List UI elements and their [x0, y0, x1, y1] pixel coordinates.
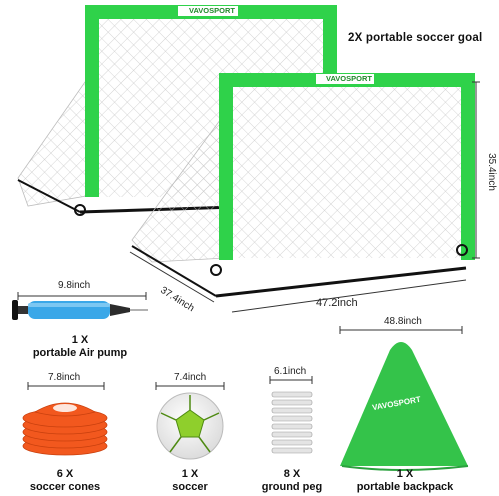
goal-front-corner-clip [210, 264, 222, 276]
peg-set [271, 391, 313, 454]
goal-back-side-bar [17, 179, 81, 213]
goal-width-label: 47.2inch [316, 297, 358, 309]
peg-size-label: 6.1inch [274, 366, 307, 377]
goal-front-side-bar [131, 245, 217, 297]
ball-qty: 1 X [181, 468, 199, 480]
brand-logo-front-goal: VAVOSPORT [326, 74, 372, 83]
width-dimension-line [231, 279, 467, 313]
pump-handle [12, 300, 18, 320]
goal-front-corner-clip-right [456, 244, 468, 256]
portable-backpack [339, 326, 469, 471]
soccer-cones [22, 382, 108, 456]
cones-size-label: 7.8inch [48, 372, 81, 383]
headline: 2X portable soccer goal [348, 32, 483, 44]
goal-front-front-net [226, 80, 468, 258]
ball-panel [175, 409, 205, 438]
backpack-size-label: 48.8inch [384, 316, 422, 327]
backpack-qty: 1 X [396, 468, 414, 480]
goal-back-corner-clip [74, 204, 86, 216]
cones-name: soccer cones [29, 481, 101, 493]
goal-height-label: 35.4inch [485, 153, 497, 191]
peg-caption: 8 X ground peg [250, 468, 334, 494]
depth-dimension-line [129, 251, 215, 303]
soccer-goal-front [131, 73, 475, 298]
cone-stack [22, 402, 108, 456]
goal-back-brand-patch [178, 6, 238, 16]
brand-logo-back-goal: VAVOSPORT [189, 6, 235, 15]
goal-dimension-lines [129, 81, 480, 313]
backpack-name: portable backpack [356, 481, 454, 493]
ball-name: soccer [172, 481, 208, 493]
backpack-body [340, 342, 468, 466]
pump-name: portable Air pump [32, 347, 128, 359]
goal-front-ground-bar [215, 266, 467, 298]
pump-qty: 1 X [71, 334, 89, 346]
ball-caption: 1 X soccer [150, 468, 230, 494]
cones-qty: 6 X [56, 468, 74, 480]
pump-nozzle [110, 304, 130, 316]
air-pump [12, 292, 148, 320]
goal-front-brand-patch [316, 74, 374, 84]
ground-pegs [269, 376, 313, 454]
pump-caption: 1 X portable Air pump [20, 334, 140, 360]
pump-size-label: 9.8inch [58, 280, 91, 291]
peg-qty: 8 X [283, 468, 301, 480]
cones-caption: 6 X soccer cones [15, 468, 115, 494]
ball-size-label: 7.4inch [174, 372, 207, 383]
peg-name: ground peg [261, 481, 323, 493]
backpack-caption: 1 X portable backpack [345, 468, 465, 494]
soccer-ball [155, 382, 225, 460]
